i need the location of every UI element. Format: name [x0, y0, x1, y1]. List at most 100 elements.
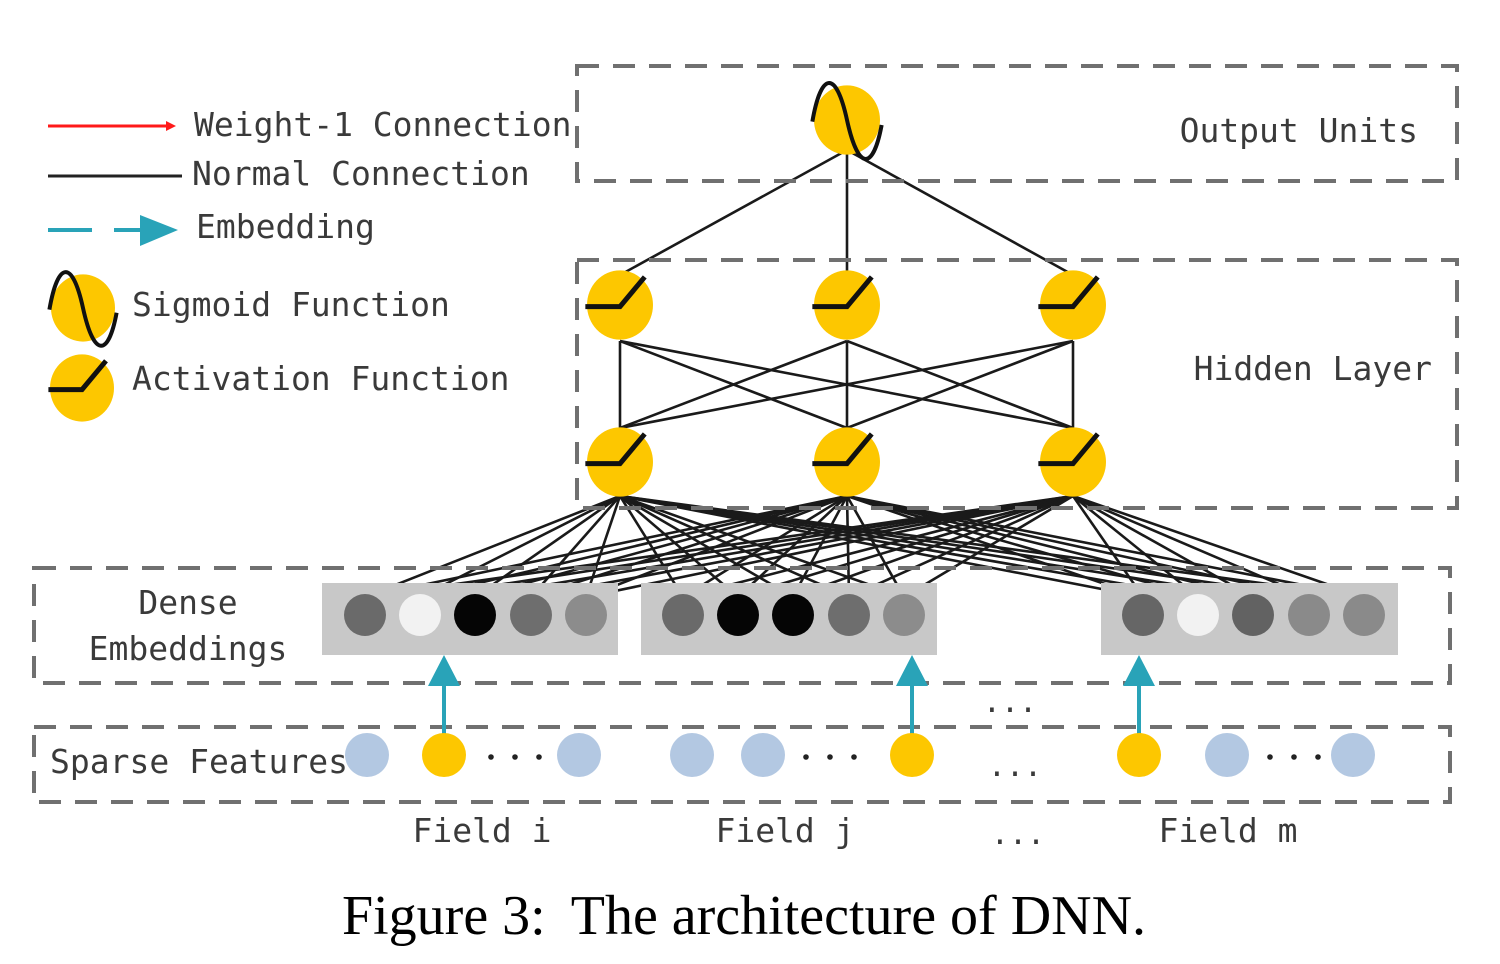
hidden-embedding-connection — [474, 494, 621, 599]
hidden-unit-row1 — [812, 270, 880, 340]
embedding-group-3 — [1101, 583, 1398, 655]
dense-embeddings-box — [32, 566, 1452, 685]
sparse-feature-inactive — [1205, 733, 1249, 777]
embedding-dot — [883, 594, 925, 636]
hidden-embedding-connection — [585, 494, 1074, 599]
hidden-embedding-connection — [791, 495, 849, 598]
activation-node-glyph — [48, 354, 114, 422]
sparse-field-2 — [670, 733, 934, 777]
sparse-features — [345, 733, 1375, 777]
ellipsis-dot — [512, 754, 518, 760]
hidden-embedding-connection — [364, 494, 621, 599]
hidden-embedding-connection — [619, 495, 739, 598]
embedding-dot — [1122, 594, 1164, 636]
hidden-embedding-connection — [737, 495, 848, 598]
embedding-arrow — [896, 655, 928, 735]
embedding-group-2 — [641, 583, 937, 655]
sparse-feature-inactive — [557, 733, 601, 777]
hidden-embedding-connection — [737, 494, 1074, 599]
dense-embeddings — [322, 583, 1398, 655]
hidden-embedding-connection — [1072, 494, 1254, 599]
ellipsis-dense: ... — [983, 685, 1037, 720]
embedding-dot — [772, 594, 814, 636]
ellipsis-fields: ... — [991, 817, 1045, 852]
embedding-dot — [454, 594, 496, 636]
hidden-layer-label: Hidden Layer — [1194, 349, 1432, 388]
hidden-unit-row1 — [1038, 270, 1106, 340]
connections — [364, 148, 1365, 599]
embedding-dot — [828, 594, 870, 636]
sparse-feature-inactive — [345, 733, 389, 777]
hidden-unit-row2 — [1038, 427, 1106, 497]
sparse-feature-active — [890, 733, 934, 777]
hidden-embedding-connection — [1071, 495, 1145, 598]
embedding-dot — [1177, 594, 1219, 636]
field-label-i: Field i — [412, 811, 551, 850]
embedding-dot — [344, 594, 386, 636]
sparse-field-3 — [1117, 733, 1375, 777]
embedding-dot — [717, 594, 759, 636]
hidden-embedding-connection — [846, 494, 1199, 599]
hidden-embedding-connection — [619, 494, 850, 599]
embedding-arrow — [1123, 655, 1155, 735]
hidden-embedding-connection — [845, 495, 851, 598]
hidden-embedding-connection — [846, 494, 1365, 599]
sparse-feature-inactive — [741, 733, 785, 777]
sparse-features-box — [32, 725, 1452, 804]
ellipsis-dot — [851, 754, 857, 760]
hidden-embedding-connection — [364, 494, 848, 599]
embedding-arrow — [428, 655, 460, 735]
sparse-feature-active — [422, 733, 466, 777]
hidden-embedding-connection — [682, 494, 848, 599]
ellipsis-dot — [1291, 754, 1297, 760]
embedding-dot — [662, 594, 704, 636]
hidden-embedding-connection — [419, 494, 1074, 599]
ellipsis-dot — [1315, 754, 1321, 760]
ellipsis-dot — [488, 754, 494, 760]
legend-weight1-label: Weight-1 Connection — [194, 105, 572, 144]
ellipsis-dot — [803, 754, 809, 760]
legend-normal-label: Normal Connection — [192, 154, 530, 193]
hidden-hidden-connection — [619, 339, 1074, 430]
sparse-features-label: Sparse Features — [50, 742, 348, 781]
figure-caption: Figure 3: The architecture of DNN. — [342, 885, 1146, 947]
output-units-label: Output Units — [1180, 111, 1418, 150]
output-units-box — [575, 64, 1459, 183]
hidden-embedding-connection — [419, 494, 848, 599]
embedding-dot — [1343, 594, 1385, 636]
hidden-embedding-connection — [364, 494, 1074, 599]
hidden-embedding-connection — [419, 494, 621, 599]
hidden-unit-row2 — [812, 427, 880, 497]
field-label-j: Field j — [715, 811, 854, 850]
legend-embedding-label: Embedding — [196, 207, 375, 246]
ellipsis-dot — [827, 754, 833, 760]
hidden-embedding-connection — [846, 494, 1310, 599]
embedding-group-1 — [322, 583, 618, 655]
caption-text: The architecture of DNN. — [571, 885, 1146, 947]
embedding-arrows — [428, 655, 1155, 735]
activation-function-icon — [48, 354, 114, 422]
ellipsis-dot — [536, 754, 542, 760]
hidden-hidden-connection — [619, 339, 848, 430]
embedding-dot — [510, 594, 552, 636]
hidden-embedding-connection — [903, 494, 1074, 599]
sparse-field-1 — [345, 733, 601, 777]
hidden-embedding-connection — [619, 494, 905, 599]
dense-label-line2: Embeddings — [89, 629, 288, 668]
embedding-dot — [565, 594, 607, 636]
embedding-dot — [1232, 594, 1274, 636]
sigmoid-function-icon — [47, 270, 119, 348]
neural-nodes — [585, 81, 1106, 497]
embedding-arrow-icon — [48, 215, 178, 246]
sparse-feature-inactive — [1331, 733, 1375, 777]
output-hidden-connection — [846, 148, 1074, 277]
layer-boxes — [32, 64, 1459, 804]
hidden-embedding-connection — [846, 494, 1254, 599]
hidden-embedding-connection — [619, 494, 794, 599]
hidden-embedding-connection — [474, 494, 1074, 599]
hidden-embedding-connection — [530, 494, 848, 599]
embedding-dot — [1288, 594, 1330, 636]
hidden-embedding-connection — [530, 495, 621, 598]
dense-label-line1: Dense — [138, 583, 237, 622]
